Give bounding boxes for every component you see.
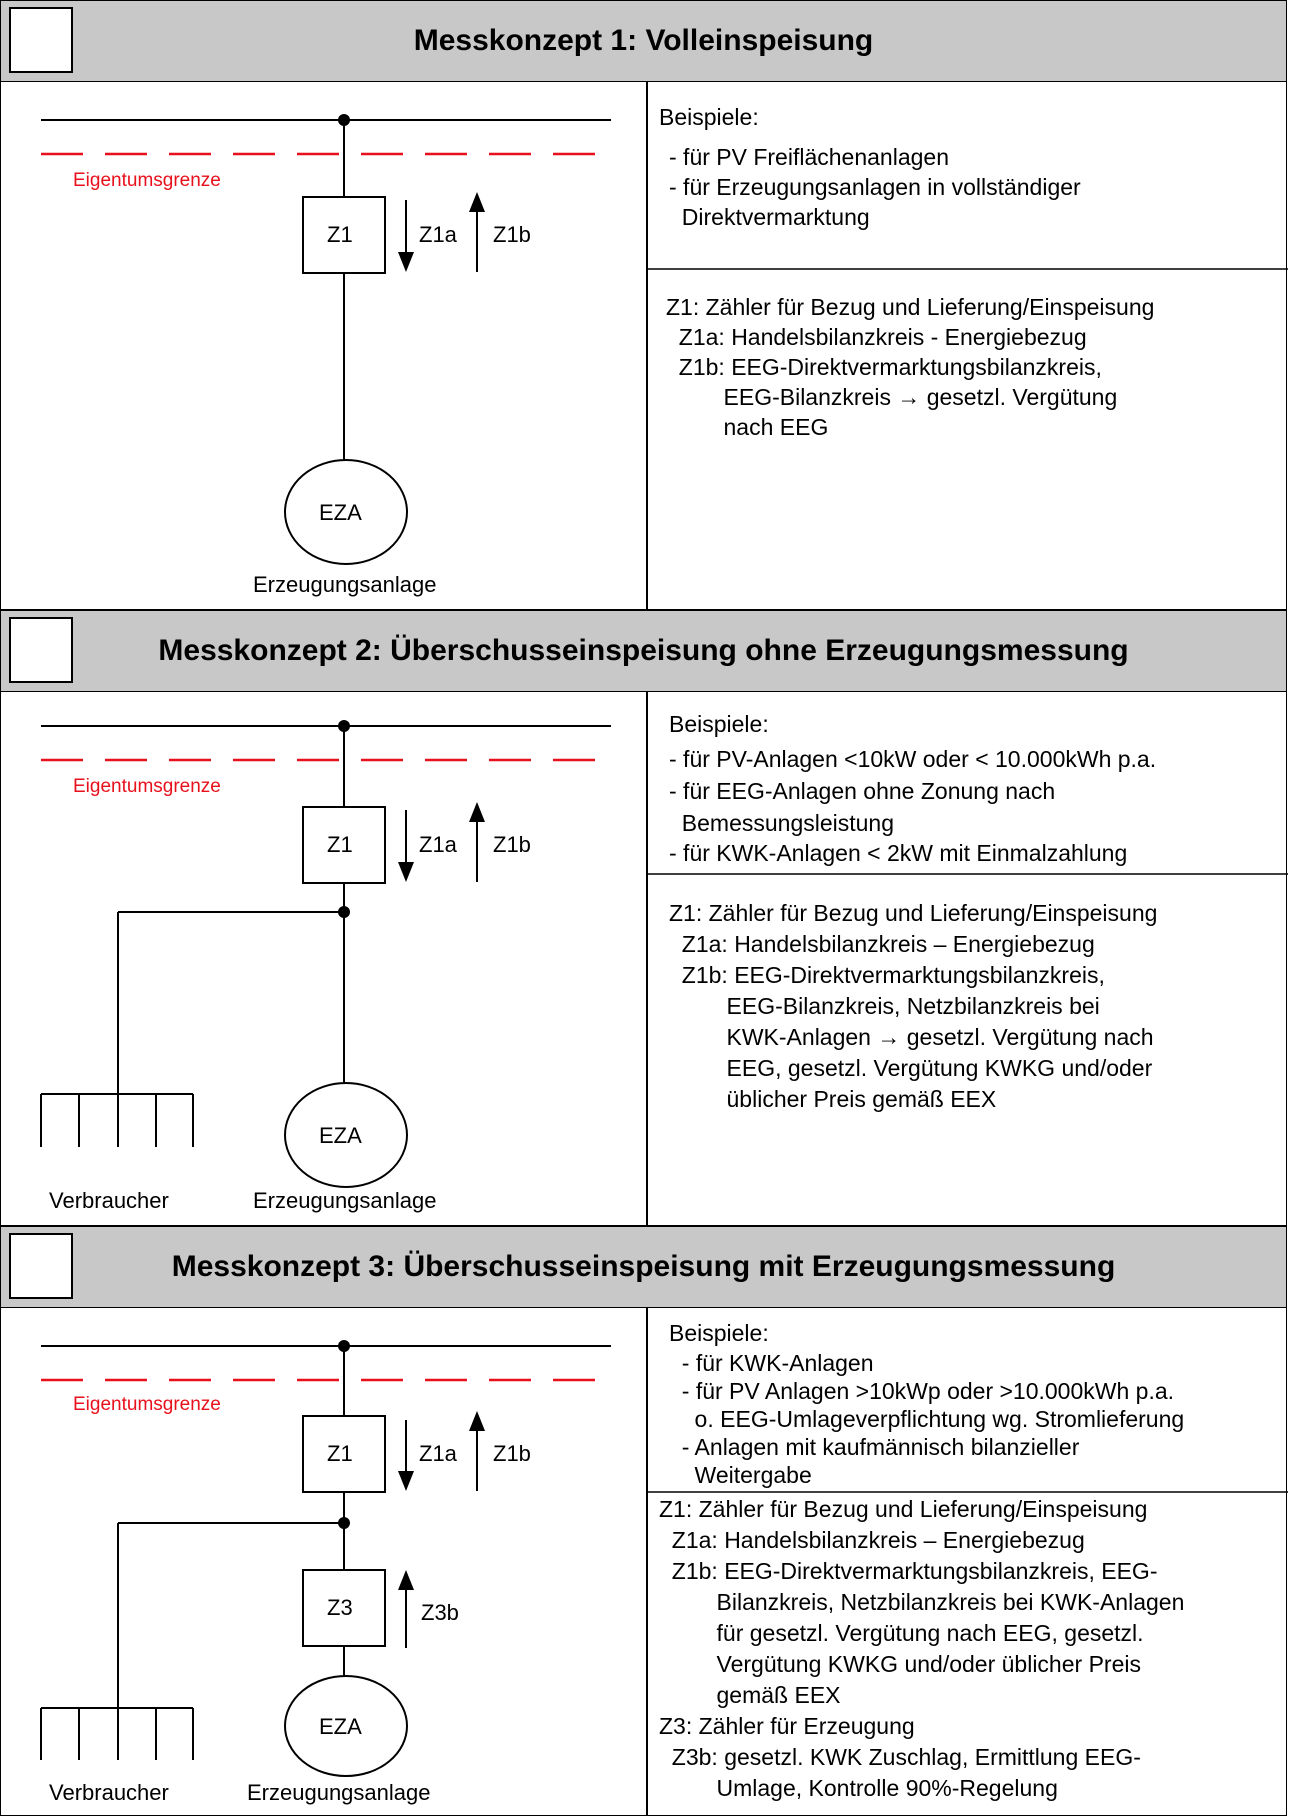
arrow-z1b-label: Z1b bbox=[493, 832, 531, 857]
arrow-z3b-label: Z3b bbox=[421, 1600, 459, 1625]
examples-line-5: Weitergabe bbox=[669, 1462, 812, 1488]
consumer-caption: Verbraucher bbox=[49, 1188, 169, 1213]
ownership-boundary-label: Eigentumsgrenze bbox=[73, 776, 221, 797]
generator-caption: Erzeugungsanlage bbox=[253, 572, 437, 597]
examples-heading: Beispiele: bbox=[669, 1320, 769, 1346]
arrow-z1b-label: Z1b bbox=[493, 1441, 531, 1466]
generator-eza-label: EZA bbox=[319, 1123, 362, 1148]
legend-line-2: Z1a: Handelsbilanzkreis – Energiebezug bbox=[659, 1527, 1085, 1553]
generator-caption: Erzeugungsanlage bbox=[253, 1188, 437, 1213]
section-1-header: Messkonzept 1: Volleinspeisung bbox=[0, 0, 1287, 82]
legend-line-5: für gesetzl. Vergütung nach EEG, gesetzl… bbox=[659, 1620, 1144, 1646]
section-1-schematic bbox=[41, 82, 1288, 610]
meter-z1 bbox=[302, 196, 386, 274]
arrow-z1a-label: Z1a bbox=[419, 222, 457, 247]
examples-line-1: - für PV-Anlagen <10kW oder < 10.000kWh … bbox=[669, 746, 1157, 772]
section-3-title: Messkonzept 3: Überschusseinspeisung mit… bbox=[171, 1250, 1116, 1283]
consumer-caption: Verbraucher bbox=[49, 1780, 169, 1805]
section-2-header: Messkonzept 2: Überschusseinspeisung ohn… bbox=[0, 610, 1287, 692]
legend-line-3: Z1b: EEG-Direktvermarktungsbilanzkreis, bbox=[669, 962, 1105, 988]
examples-line-1: - für PV Freiflächenanlagen bbox=[669, 144, 949, 170]
legend-line-1: Z1: Zähler für Bezug und Lieferung/Einsp… bbox=[659, 1496, 1148, 1522]
meter-z1-label: Z1 bbox=[327, 222, 353, 247]
arrow-z1a-label: Z1a bbox=[419, 1441, 457, 1466]
legend-line-9: Z3b: gesetzl. KWK Zuschlag, Ermittlung E… bbox=[659, 1744, 1141, 1770]
examples-line-3: o. EEG-Umlageverpflichtung wg. Stromlief… bbox=[669, 1406, 1185, 1432]
meter-z1-label: Z1 bbox=[327, 1441, 353, 1466]
legend-line-3: Z1b: EEG-Direktvermarktungsbilanzkreis, … bbox=[659, 1558, 1158, 1584]
arrow-up-icon bbox=[469, 192, 485, 212]
legend-line-10: Umlage, Kontrolle 90%-Regelung bbox=[659, 1775, 1058, 1801]
arrow-z1a-label: Z1a bbox=[419, 832, 457, 857]
legend-line-6: EEG, gesetzl. Vergütung KWKG und/oder bbox=[669, 1055, 1153, 1081]
examples-line-2: - für PV Anlagen >10kWp oder >10.000kWh … bbox=[669, 1378, 1175, 1404]
legend-line-2: Z1a: Handelsbilanzkreis - Energiebezug bbox=[666, 324, 1087, 350]
section-1-title: Messkonzept 1: Volleinspeisung bbox=[413, 24, 874, 57]
legend-line-1: Z1: Zähler für Bezug und Lieferung/Einsp… bbox=[666, 294, 1155, 320]
meter-z3-label: Z3 bbox=[327, 1595, 353, 1620]
legend-line-2: Z1a: Handelsbilanzkreis – Energiebezug bbox=[669, 931, 1095, 957]
legend-line-4: EEG-Bilanzkreis, Netzbilanzkreis bei bbox=[669, 993, 1100, 1019]
section-3-checkbox[interactable] bbox=[9, 1233, 73, 1299]
arrow-down-icon bbox=[398, 252, 414, 272]
legend-line-5: nach EEG bbox=[666, 414, 829, 440]
generator-eza-label: EZA bbox=[319, 500, 362, 525]
legend-line-1: Z1: Zähler für Bezug und Lieferung/Einsp… bbox=[669, 900, 1158, 926]
meter-z3 bbox=[302, 1569, 386, 1647]
section-1-body: Eigentumsgrenze Z1 Z1a Z1b EZA Erzeugung… bbox=[0, 82, 1288, 610]
section-2-body: Eigentumsgrenze Z1 Z1a Z1b EZA Erzeugung… bbox=[0, 692, 1288, 1226]
examples-line-1: - für KWK-Anlagen bbox=[669, 1350, 874, 1376]
examples-heading: Beispiele: bbox=[659, 104, 759, 130]
section-2-checkbox[interactable] bbox=[9, 617, 73, 683]
section-3-body: Eigentumsgrenze Z1 Z1a Z1b Z3 Z3b EZA Er… bbox=[0, 1308, 1288, 1816]
examples-line-3: Bemessungsleistung bbox=[669, 810, 895, 836]
section-2-schematic bbox=[40, 692, 1288, 1226]
legend-line-7: gemäß EEX bbox=[659, 1682, 841, 1708]
examples-line-3: Direktvermarktung bbox=[669, 204, 870, 230]
examples-line-4: - für KWK-Anlagen < 2kW mit Einmalzahlun… bbox=[669, 840, 1128, 866]
ownership-boundary-label: Eigentumsgrenze bbox=[73, 1394, 221, 1415]
examples-line-2: - für Erzeugungsanlagen in vollständiger bbox=[669, 174, 1081, 200]
meter-z1-label: Z1 bbox=[327, 832, 353, 857]
generator-eza-label: EZA bbox=[319, 1714, 362, 1739]
section-1-checkbox[interactable] bbox=[9, 7, 73, 73]
legend-line-8: Z3: Zähler für Erzeugung bbox=[659, 1713, 915, 1739]
legend-line-7: üblicher Preis gemäß EEX bbox=[669, 1086, 997, 1112]
generator-eza bbox=[284, 459, 408, 565]
section-3-schematic bbox=[40, 1308, 1288, 1816]
examples-line-4: - Anlagen mit kaufmännisch bilanzieller bbox=[669, 1434, 1080, 1460]
legend-line-5: KWK-Anlagen → gesetzl. Vergütung nach bbox=[669, 1024, 1154, 1050]
legend-line-6: Vergütung KWKG und/oder üblicher Preis bbox=[659, 1651, 1141, 1677]
examples-line-2: - für EEG-Anlagen ohne Zonung nach bbox=[669, 778, 1056, 804]
ownership-boundary-label: Eigentumsgrenze bbox=[73, 170, 221, 191]
section-3-header: Messkonzept 3: Überschusseinspeisung mit… bbox=[0, 1226, 1287, 1308]
legend-line-4: EEG-Bilanzkreis → gesetzl. Vergütung bbox=[666, 384, 1118, 410]
legend-line-4: Bilanzkreis, Netzbilanzkreis bei KWK-Anl… bbox=[659, 1589, 1185, 1615]
legend-line-3: Z1b: EEG-Direktvermarktungsbilanzkreis, bbox=[666, 354, 1102, 380]
arrow-z1b-label: Z1b bbox=[493, 222, 531, 247]
section-2-title: Messkonzept 2: Überschusseinspeisung ohn… bbox=[158, 634, 1129, 667]
examples-heading: Beispiele: bbox=[669, 711, 769, 737]
generator-caption: Erzeugungsanlage bbox=[247, 1780, 431, 1805]
